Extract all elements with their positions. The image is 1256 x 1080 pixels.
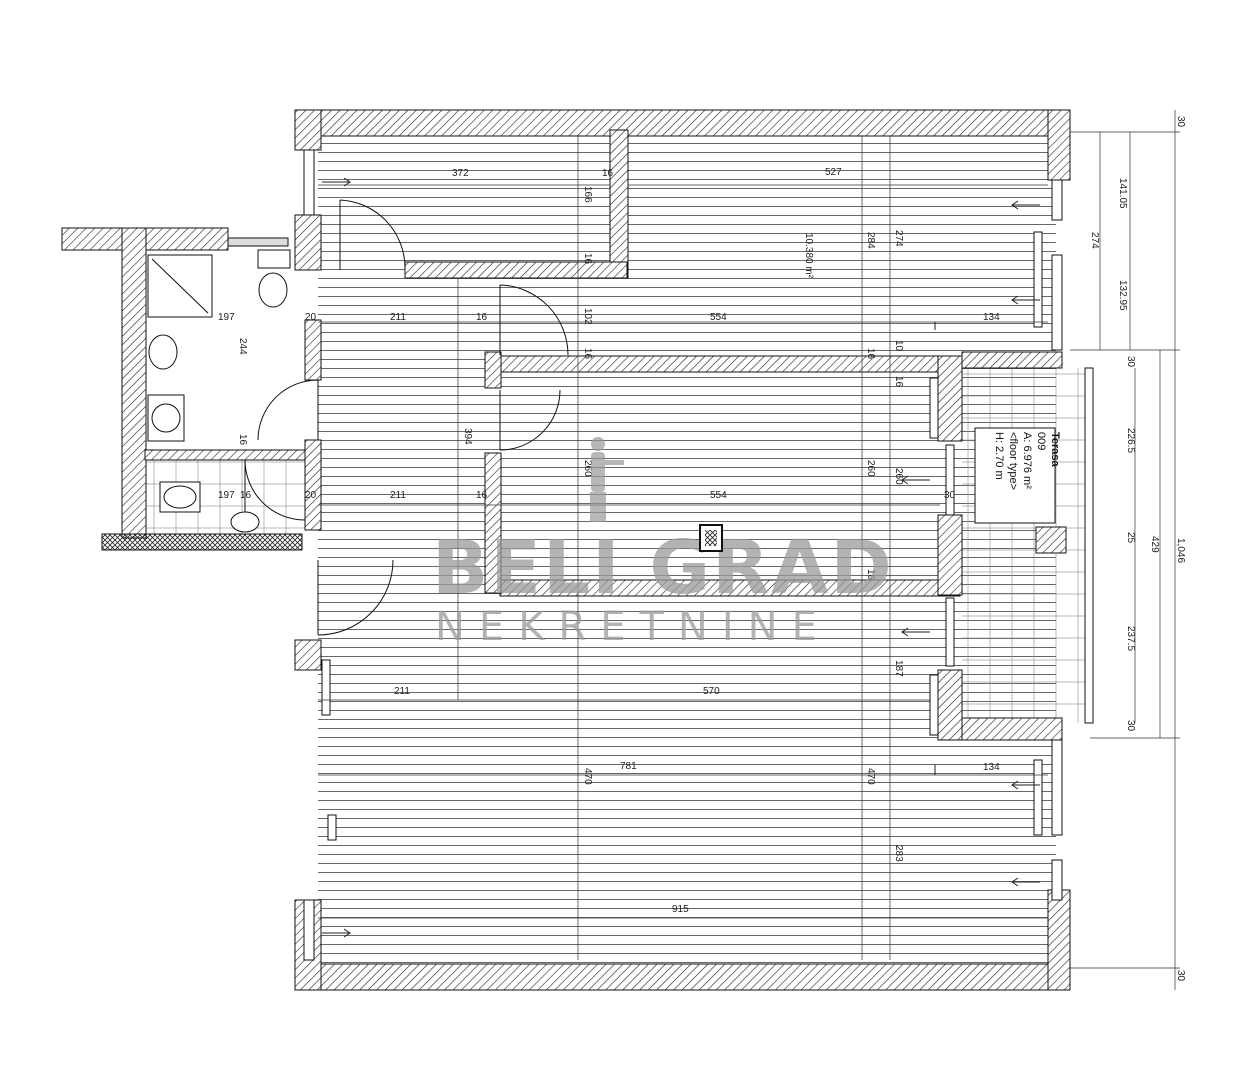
dim-16f: 16 xyxy=(865,348,876,360)
dim-right-30b: 30 xyxy=(1125,356,1136,368)
dim-right-30a: 30 xyxy=(1175,116,1186,128)
terrace-label: Terasa 009 A: 6.976 m² <floor type> H: 2… xyxy=(974,427,1061,524)
dim-211b: 211 xyxy=(390,490,406,501)
dim-211a: 211 xyxy=(390,312,406,323)
dim-429: 429 xyxy=(1149,536,1160,553)
dim-197a: 197 xyxy=(218,312,235,323)
dim-16e: 16 xyxy=(582,348,593,360)
dim-16h: 16 xyxy=(240,490,252,501)
dimension-lines xyxy=(318,110,1180,990)
dim-260a: 260 xyxy=(582,460,593,477)
sink xyxy=(148,334,178,370)
dim-260b: 260 xyxy=(865,460,876,477)
dim-102: 102 xyxy=(582,308,593,325)
dim-284: 284 xyxy=(865,232,876,249)
dim-570: 570 xyxy=(703,686,720,697)
dim-274: 274 xyxy=(893,230,904,247)
dim-16d: 16 xyxy=(237,434,248,446)
dim-915: 915 xyxy=(672,904,689,915)
dim-right-141: 141.05 xyxy=(1117,178,1128,209)
watermark-figure-icon xyxy=(590,437,624,522)
dim-top-right: 527 xyxy=(825,167,842,178)
dim-16c: 16 xyxy=(476,312,488,323)
dim-166: 166 xyxy=(582,186,593,203)
dim-260c: 260 xyxy=(893,468,904,485)
terrace-name: Terasa xyxy=(1049,432,1061,468)
dim-16b: 16 xyxy=(582,253,593,265)
watermark: BELI GRAD NEKRETNINE xyxy=(432,437,894,650)
dim-283: 283 xyxy=(893,845,904,862)
watermark-subtitle: NEKRETNINE xyxy=(435,604,831,650)
dim-right-30d: 30 xyxy=(1175,970,1186,982)
dim-20a: 20 xyxy=(305,312,317,323)
dim-right-274: 274 xyxy=(1089,232,1100,249)
dim-226: 226.5 xyxy=(1125,428,1136,453)
dim-554a: 554 xyxy=(710,312,727,323)
dim-244: 244 xyxy=(237,338,248,355)
toilet-bowl xyxy=(258,272,288,308)
dim-16g: 16 xyxy=(893,376,904,388)
dimension-labels: 372 527 16 166 16 284 274 10.380 m² 211 … xyxy=(218,116,1186,982)
dim-10: 10 xyxy=(893,340,904,352)
toilet-tank xyxy=(257,249,291,269)
dim-16: 16 xyxy=(602,168,614,179)
room-area: 10.380 m² xyxy=(803,233,814,279)
dim-25: 25 xyxy=(1125,532,1136,544)
dim-total: 1,046 xyxy=(1175,538,1186,563)
terrace-area: A: 6.976 m² xyxy=(1021,432,1033,489)
dim-16i: 16 xyxy=(476,490,488,501)
dim-187: 187 xyxy=(893,660,904,677)
dim-470b: 470 xyxy=(865,768,876,785)
dim-781: 781 xyxy=(620,761,637,772)
terrace-number: 009 xyxy=(1035,432,1047,450)
dim-237: 237.5 xyxy=(1125,626,1136,651)
watermark-brand: BELI GRAD xyxy=(432,525,894,611)
dim-134b: 134 xyxy=(983,762,1000,773)
dim-554b: 554 xyxy=(710,490,727,501)
exterior-walls xyxy=(61,109,1071,991)
terrace-height: H: 2.70 m xyxy=(993,432,1005,480)
terrace-floor: <floor type> xyxy=(1007,432,1019,490)
wc-sink xyxy=(230,511,260,533)
window-arrows xyxy=(322,177,1040,938)
dim-470a: 470 xyxy=(582,768,593,785)
dim-211c: 211 xyxy=(394,686,410,697)
dim-134a: 134 xyxy=(983,312,1000,323)
dim-top-left: 372 xyxy=(452,168,469,179)
dim-30a: 30 xyxy=(944,490,956,501)
windows xyxy=(303,149,1094,961)
doors xyxy=(244,199,569,636)
dim-20b: 20 xyxy=(305,490,317,501)
dim-197b: 197 xyxy=(218,490,235,501)
dim-right-132: 132.95 xyxy=(1117,280,1128,311)
bathroom-fixtures xyxy=(147,237,291,533)
dim-30c: 30 xyxy=(1125,720,1136,732)
dim-394: 394 xyxy=(462,428,473,445)
dim-16j: 16 xyxy=(865,569,876,581)
